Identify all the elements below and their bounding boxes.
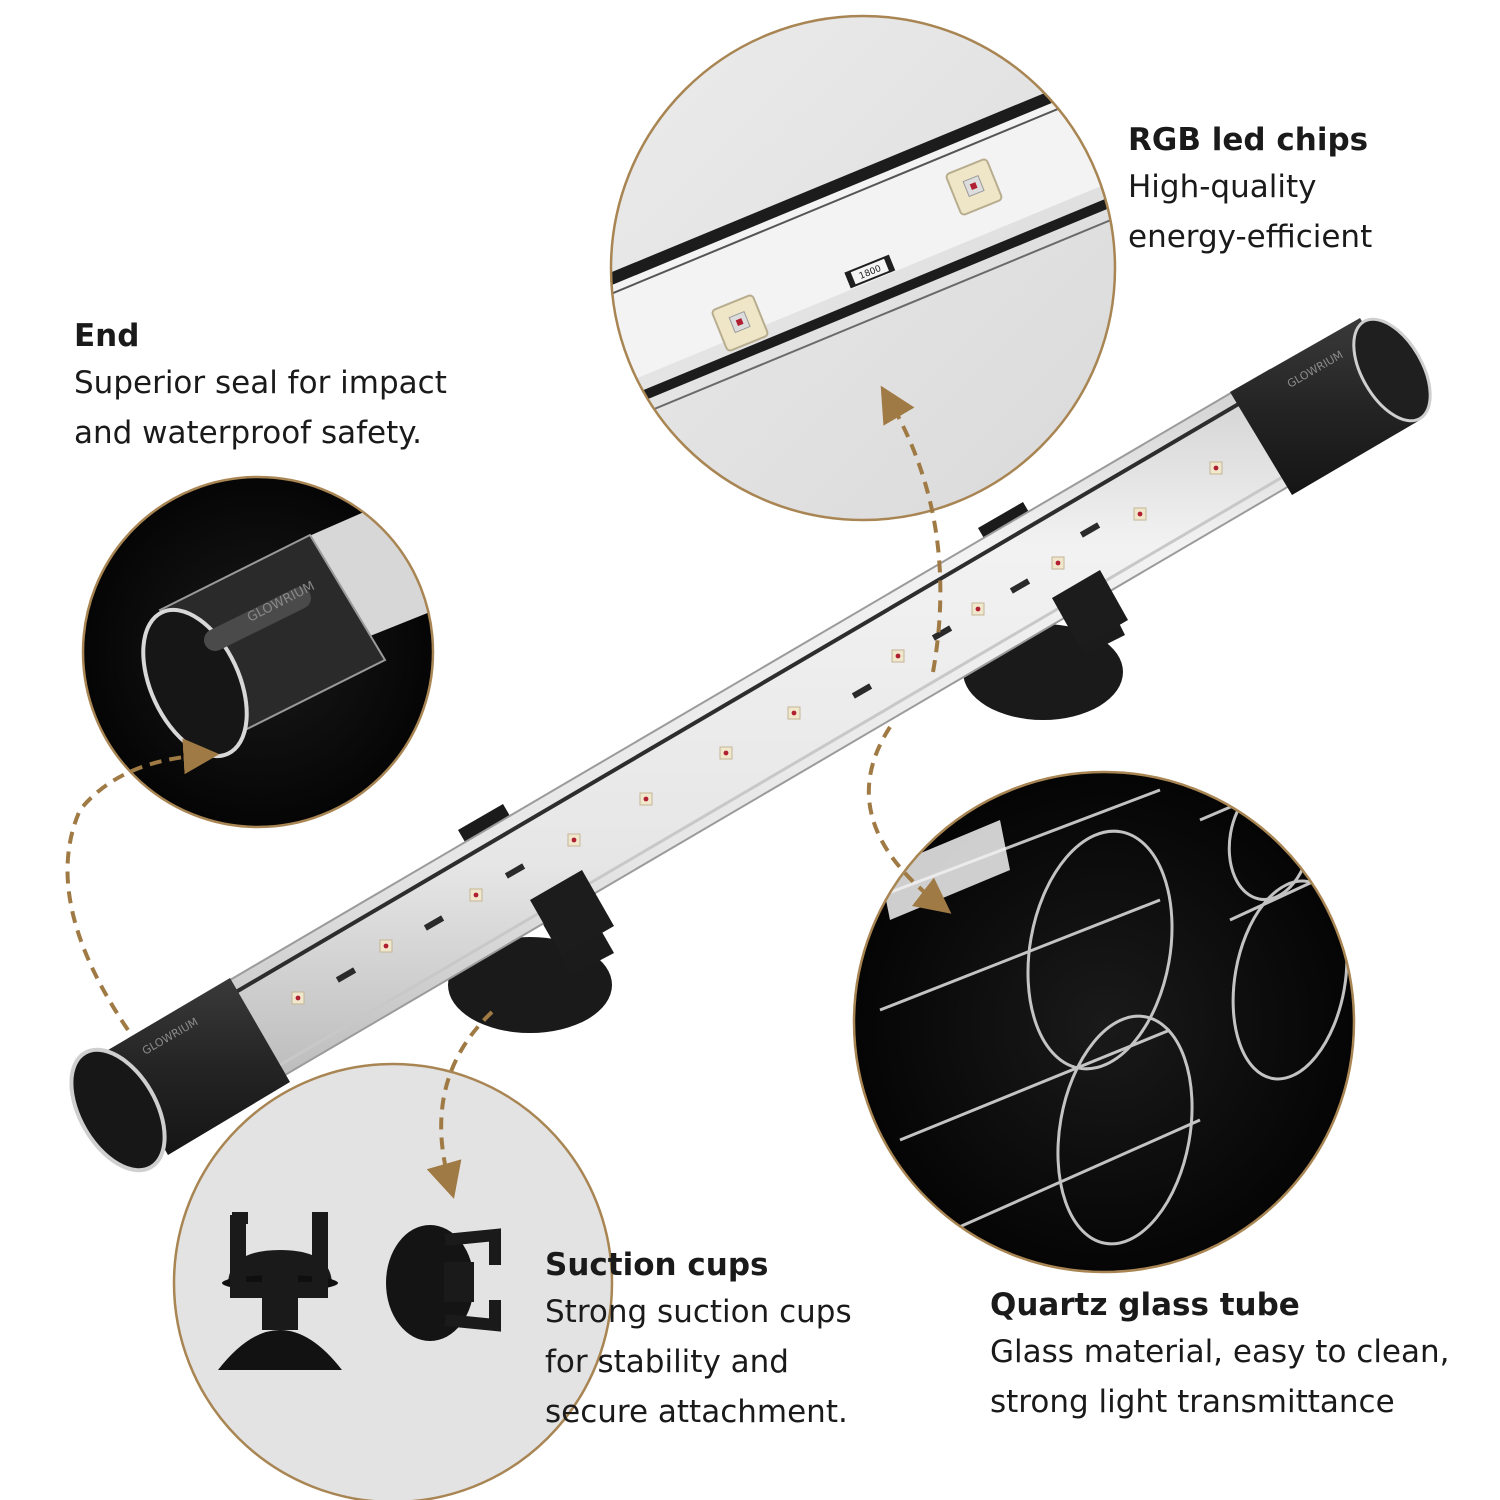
suction-cup-icon [218, 1212, 342, 1370]
quartz-glass-zoom [852, 770, 1356, 1274]
led-light-bar: GLOWRIUM GLOWRIUM [69, 317, 1432, 1173]
end-cap-right: GLOWRIUM [1230, 317, 1432, 495]
led-chip-icon [711, 294, 769, 352]
callout-suction-cups: Suction cups Strong suction cups for sta… [545, 1243, 852, 1437]
callout-description: Glass material, easy to clean, strong li… [990, 1334, 1450, 1420]
callout-description: Strong suction cups for stability and se… [545, 1294, 852, 1430]
rgb-chip-zoom: 1800 [609, 14, 1117, 522]
callout-rgb-led-chips: RGB led chips High-quality energy-effici… [1128, 118, 1372, 262]
end-cap-left: GLOWRIUM [69, 978, 290, 1173]
led-chip-row [291, 461, 1223, 1005]
resistor-icon: 1800 [844, 254, 896, 289]
led-chip-icon [945, 158, 1003, 216]
callout-arrows [65, 385, 952, 1199]
callout-title: Suction cups [545, 1247, 769, 1283]
resistor-row [335, 522, 1101, 983]
callout-title: Quartz glass tube [990, 1287, 1300, 1323]
callout-description: Superior seal for impact and waterproof … [74, 365, 447, 451]
callout-title: RGB led chips [1128, 122, 1369, 158]
end-cap-zoom: GLOWRIUM [81, 475, 435, 829]
callout-quartz-glass-tube: Quartz glass tube Glass material, easy t… [990, 1283, 1450, 1427]
suction-cup-icon [386, 1225, 501, 1341]
suction-cup-zoom [172, 1062, 614, 1500]
callout-end: End Superior seal for impact and waterpr… [74, 314, 447, 458]
callout-title: End [74, 318, 140, 354]
callout-description: High-quality energy-efficient [1128, 169, 1373, 255]
